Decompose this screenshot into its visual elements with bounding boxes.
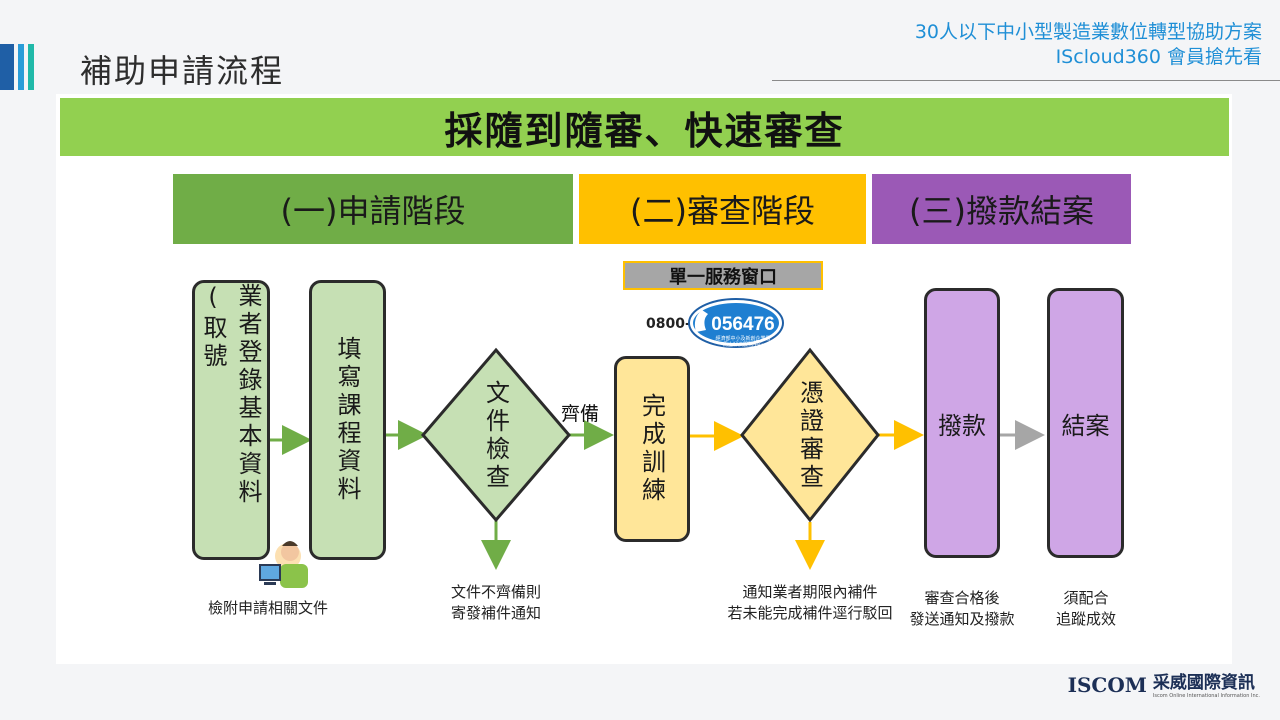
phone-icon: 056476 經濟部中小及新創企業署 馬上解決服務中心 <box>688 298 784 348</box>
docs-incomplete-note: 文件不齊備則 寄發補件通知 <box>426 582 566 624</box>
notify-line1: 通知業者期限內補件 <box>742 583 878 601</box>
doc-check-text: 文件檢查 <box>481 380 510 492</box>
step-close-case-text: 結案 <box>1061 411 1110 440</box>
program-title: 30人以下中小型製造業數位轉型協助方案 IScloud360 會員搶先看 <box>915 20 1262 70</box>
person-at-computer-icon <box>259 541 308 588</box>
step-register: 業者登錄基本資料(取號 <box>192 280 270 560</box>
doc-check-label-wrap: 文件檢查 <box>476 378 516 494</box>
step-disburse-text: 撥款 <box>938 411 986 440</box>
step-complete-training: 完成訓練 <box>614 356 690 542</box>
track-line2: 追蹤成效 <box>1055 610 1116 628</box>
program-title-line1: 30人以下中小型製造業數位轉型協助方案 <box>914 21 1262 43</box>
approved-line2: 發送通知及撥款 <box>909 610 1015 628</box>
stage-label: (一)申請階段 <box>280 192 466 230</box>
banner: 採隨到隨審、快速審查 <box>60 98 1229 156</box>
notify-supplement-note: 通知業者期限內補件 若未能完成補件逕行駁回 <box>690 582 930 624</box>
single-service-window: 單一服務窗口 <box>623 261 823 290</box>
step-fill-course-text: 填寫課程資料 <box>333 336 361 504</box>
notify-line2: 若未能完成補件逕行駁回 <box>727 604 893 622</box>
step-complete-training-text: 完成訓練 <box>637 393 666 505</box>
program-title-line2: IScloud360 會員搶先看 <box>1055 46 1262 68</box>
stage-application: (一)申請階段 <box>173 174 573 244</box>
banner-title: 採隨到隨審、快速審查 <box>444 108 845 153</box>
process-diagram: 採隨到隨審、快速審查 (一)申請階段 (二)審查階段 (三)撥款結案 單一服務窗… <box>56 94 1232 664</box>
approved-note: 審查合格後 發送通知及撥款 <box>900 588 1024 630</box>
doc-check-diamond <box>421 347 571 523</box>
ready-label: 齊備 <box>561 403 600 425</box>
flow-connectors: 056476 經濟部中小及新創企業署 馬上解決服務中心 <box>259 298 1045 588</box>
title-accent-bar <box>28 44 34 90</box>
phone-caption-line1: 經濟部中小及新創企業署 <box>715 335 770 342</box>
voucher-review-text: 憑證審查 <box>795 380 824 492</box>
step-close-case: 結案 <box>1047 288 1124 558</box>
title-accent-bar <box>0 44 14 90</box>
phone-prefix: 0800- <box>646 316 691 332</box>
stage-review: (二)審查階段 <box>579 174 866 244</box>
step-disburse: 撥款 <box>924 288 1000 558</box>
step-fill-course: 填寫課程資料 <box>309 280 386 560</box>
stage-disbursement: (三)撥款結案 <box>872 174 1131 244</box>
approved-line1: 審查合格後 <box>924 589 1000 607</box>
company-logo: ISCOM 采威國際資訊 Iscom Online International … <box>1068 673 1260 700</box>
title-accent-bar <box>18 44 24 90</box>
track-line1: 須配合 <box>1063 589 1109 607</box>
service-window-label: 單一服務窗口 <box>669 266 777 288</box>
page-title: 補助申請流程 <box>80 52 285 90</box>
logo-brand: ISCOM <box>1067 673 1147 697</box>
stage-label: (三)撥款結案 <box>909 192 1094 230</box>
docs-incomplete-line1: 文件不齊備則 <box>450 583 541 601</box>
logo-company-en: Iscom Online International Information I… <box>1152 693 1260 699</box>
stage-label: (二)審查階段 <box>630 192 815 230</box>
logo-company-cn: 采威國際資訊 <box>1152 673 1255 693</box>
voucher-review-label-wrap: 憑證審查 <box>790 378 830 494</box>
logo-company-name: 采威國際資訊 Iscom Online International Inform… <box>1153 673 1260 700</box>
attach-docs-label: 檢附申請相關文件 <box>207 599 328 617</box>
header-divider <box>772 80 1280 81</box>
docs-incomplete-line2: 寄發補件通知 <box>450 604 541 622</box>
phone-caption-line2: 馬上解決服務中心 <box>723 341 763 348</box>
step-register-text: 業者登錄基本資料(取號 <box>199 283 262 507</box>
phone-number: 056476 <box>711 314 774 335</box>
tracking-note: 須配合 追蹤成效 <box>1040 588 1132 630</box>
voucher-review-diamond <box>740 347 880 523</box>
